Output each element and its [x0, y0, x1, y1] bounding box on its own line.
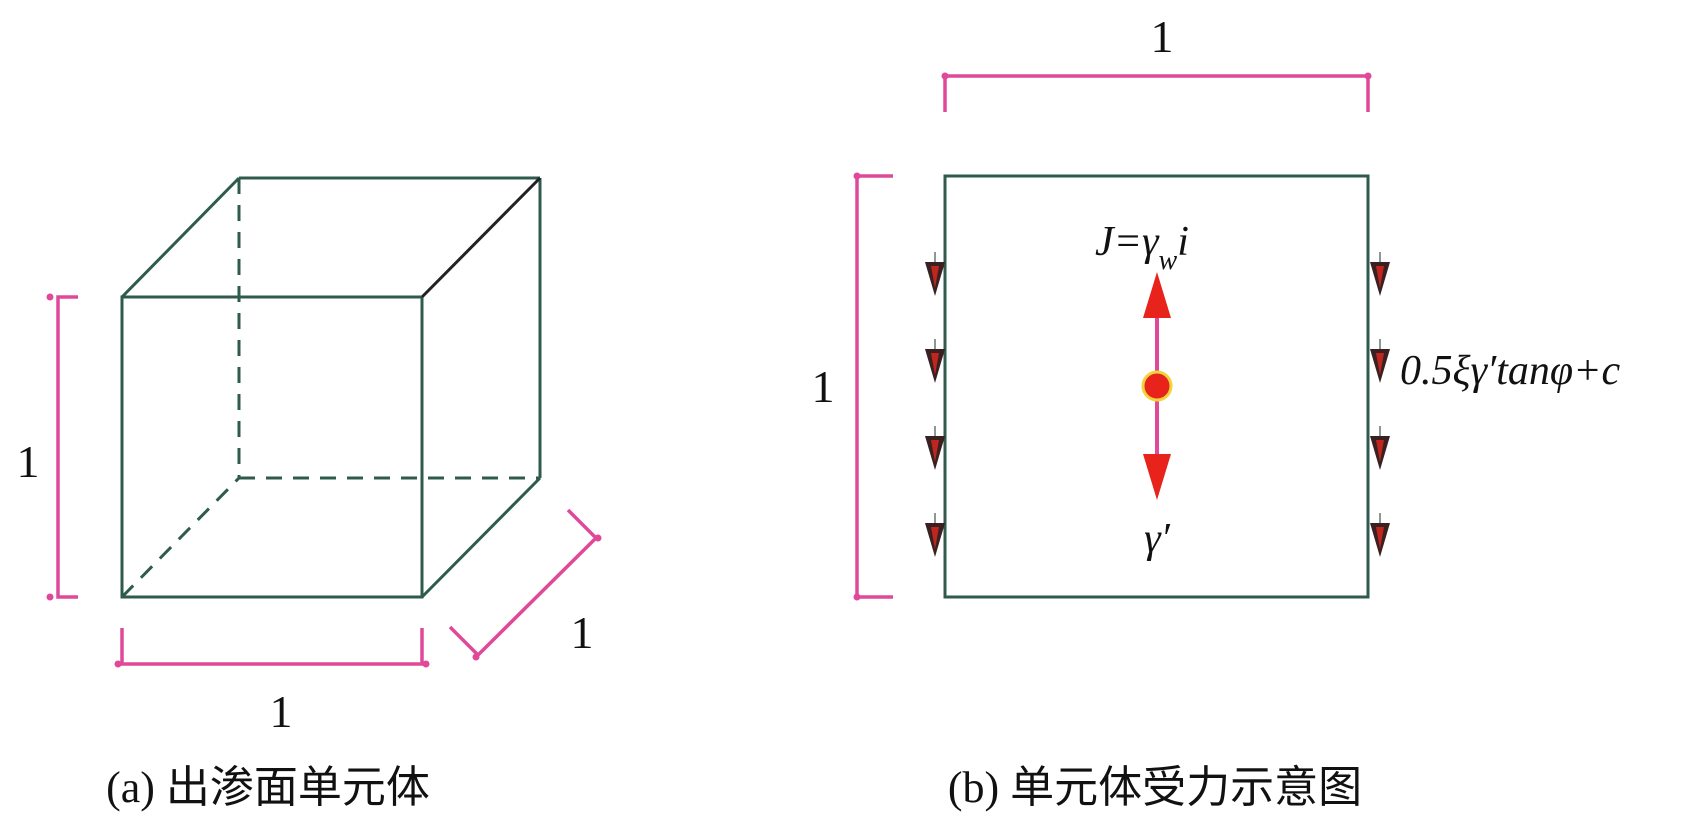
unit-square	[943, 174, 1370, 599]
dim-left-b	[855, 174, 893, 599]
panel-a: 1 1 1 (a) 出渗面单元体	[17, 176, 602, 812]
dim-end-dots-a	[46, 293, 602, 668]
dim-line-depth	[448, 508, 599, 658]
cube-top-left-connector	[120, 176, 241, 299]
label-side-force: 0.5ξγ′tanφ+c	[1400, 348, 1620, 394]
panel-b: 1 1 J=γwi γ′	[812, 11, 1621, 812]
dim-label-depth: 1	[571, 607, 594, 658]
dim-label-height: 1	[17, 436, 40, 487]
seepage-force-arrow	[1143, 272, 1171, 386]
cube-bottom-right-connector	[420, 476, 542, 599]
caption-b: (b) 单元体受力示意图	[948, 763, 1362, 812]
cube-hidden-edges	[120, 178, 540, 599]
label-buoyant-weight: γ′	[1144, 516, 1171, 562]
center-point	[1141, 370, 1173, 402]
side-arrows-right	[1370, 252, 1390, 557]
dim-top-b	[943, 74, 1370, 112]
label-seepage-force: J=γwi	[1095, 219, 1189, 276]
cube-unit-element	[120, 176, 542, 599]
cube-front-face	[120, 295, 424, 599]
dim-line-width	[120, 628, 424, 666]
cube-dimensions	[56, 295, 599, 666]
dim-label-left: 1	[812, 361, 835, 412]
buoyant-weight-arrow	[1143, 386, 1171, 500]
dim-end-dots-b	[853, 72, 1372, 601]
dim-line-height	[56, 295, 78, 599]
caption-a: (a) 出渗面单元体	[106, 763, 430, 812]
cube-top-right-connector	[420, 176, 542, 299]
dim-label-top: 1	[1151, 11, 1174, 62]
dim-label-width: 1	[270, 686, 293, 737]
side-arrows-left	[925, 252, 945, 557]
